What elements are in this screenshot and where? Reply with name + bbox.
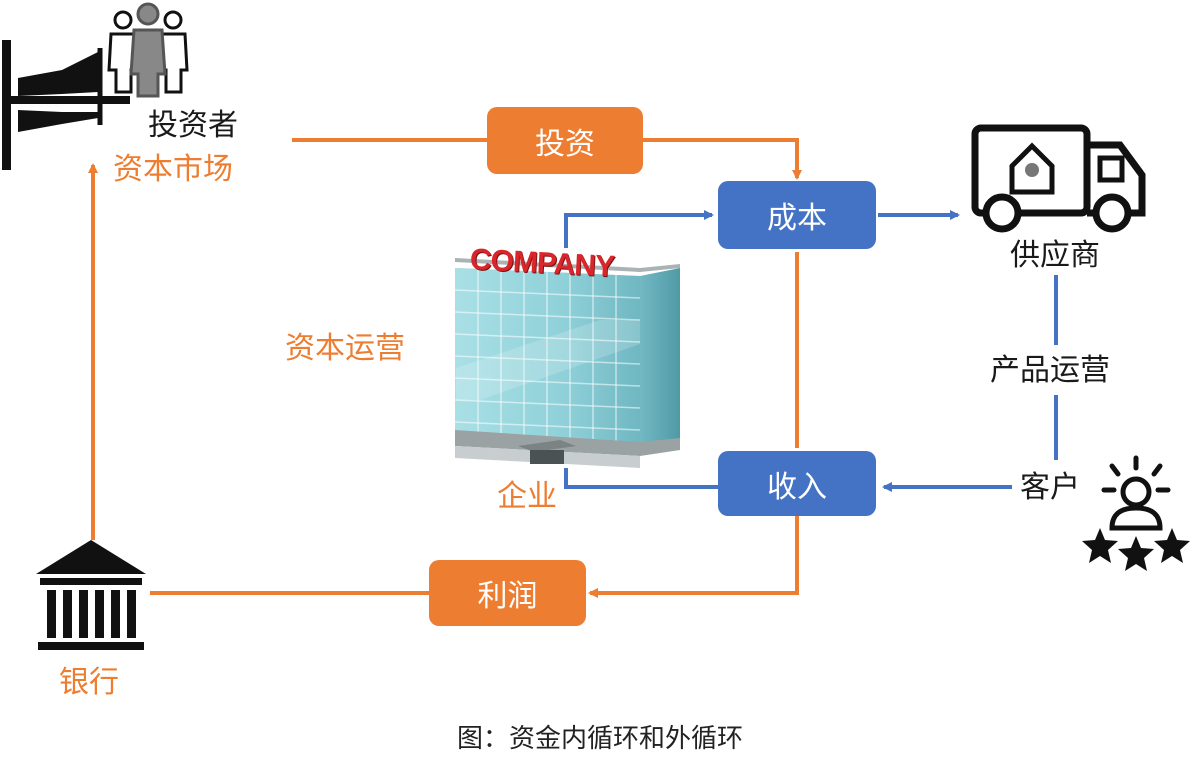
- bank-label: 银行: [59, 665, 119, 700]
- investor-label: 投资者: [148, 108, 238, 143]
- office-building-image: [454, 258, 680, 468]
- delivery-truck-icon: [971, 124, 1146, 233]
- customer-label: 客户: [1020, 470, 1080, 505]
- revenue-box: 收入: [718, 451, 876, 516]
- orange-flow-lines: [88, 138, 802, 598]
- investment-box: 投资: [487, 107, 643, 174]
- revenue-to-enterprise-line: [564, 468, 718, 489]
- bank-building-icon: [36, 540, 146, 650]
- investment-to-cost-arrow: [640, 138, 802, 180]
- blue-flow-lines: [564, 210, 1058, 492]
- capital-operation-label: 资本运营: [285, 331, 405, 366]
- customer-rating-icon: [1082, 455, 1190, 571]
- stock-chart-icon: [2, 40, 130, 170]
- capital-market-label: 资本市场: [113, 152, 233, 187]
- investors-group-icon: [107, 2, 189, 98]
- supplier-label: 供应商: [1010, 238, 1100, 273]
- cost-box: 成本: [718, 181, 876, 249]
- profit-box: 利润: [429, 560, 586, 626]
- product-operation-label: 产品运营: [990, 353, 1110, 388]
- enterprise-to-cost-arrow: [564, 210, 714, 248]
- revenue-to-profit-arrow: [588, 515, 799, 598]
- figure-caption: 图：资金内循环和外循环: [456, 724, 743, 754]
- company-sign: COMPANY: [469, 243, 615, 284]
- enterprise-label: 企业: [497, 479, 557, 514]
